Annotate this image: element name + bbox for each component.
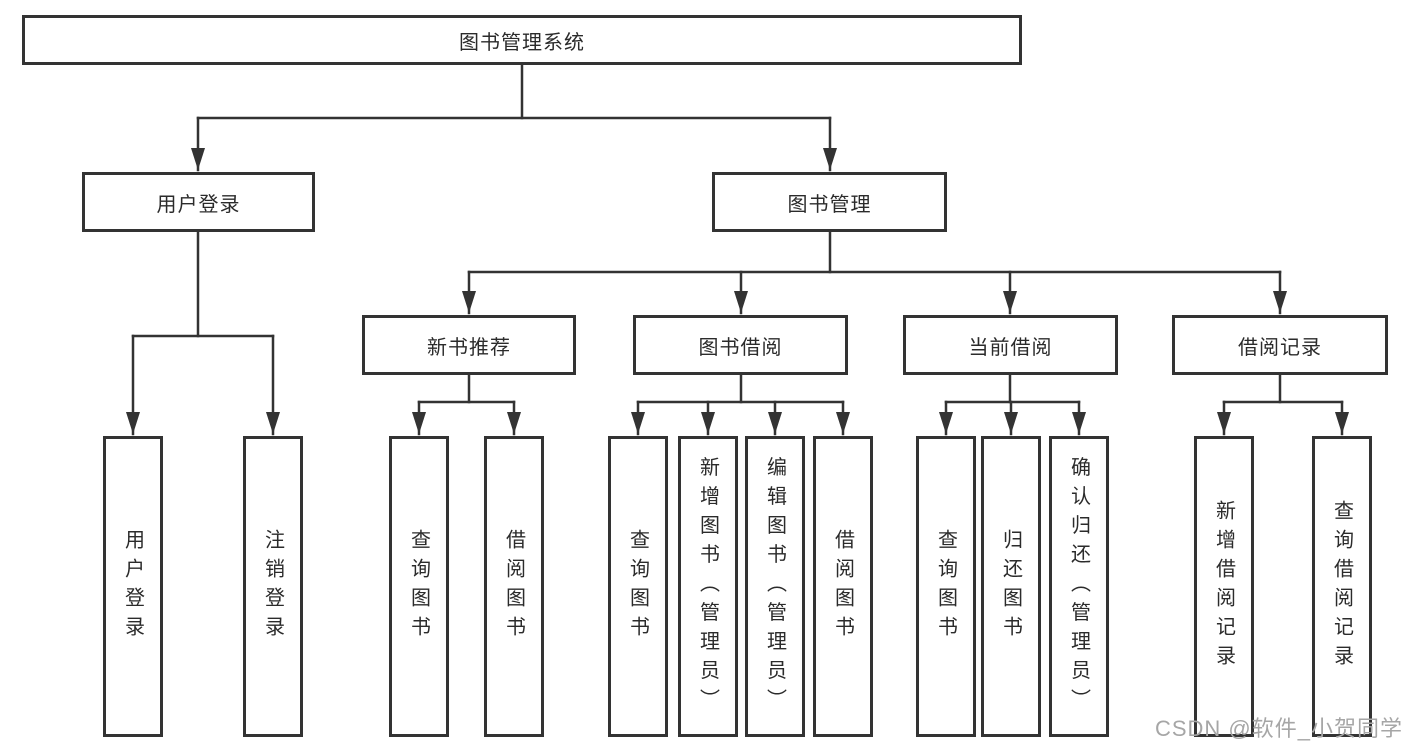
leaf-borrow-books: 借阅图书 bbox=[813, 436, 873, 737]
leaf-logout: 注销登录 bbox=[243, 436, 303, 737]
leaf-add-books-admin-label: 新增图书（管理员） bbox=[696, 456, 719, 717]
node-user-login-label: 用户登录 bbox=[156, 193, 241, 216]
node-book-borrow-label: 图书借阅 bbox=[698, 336, 783, 359]
leaf-query-books-borrow-label: 查询图书 bbox=[626, 528, 649, 645]
leaf-user-login-label: 用户登录 bbox=[121, 528, 144, 645]
leaf-confirm-return-admin-label: 确认归还（管理员） bbox=[1067, 456, 1090, 717]
leaf-query-borrow-record: 查询借阅记录 bbox=[1312, 436, 1372, 737]
leaf-query-books-recommend-label: 查询图书 bbox=[407, 528, 430, 645]
node-current-borrow-label: 当前借阅 bbox=[968, 336, 1053, 359]
node-borrow-records: 借阅记录 bbox=[1172, 315, 1388, 375]
leaf-query-books-current: 查询图书 bbox=[916, 436, 976, 737]
leaf-query-books-current-label: 查询图书 bbox=[934, 528, 957, 645]
leaf-query-borrow-record-label: 查询借阅记录 bbox=[1330, 499, 1353, 674]
watermark: CSDN @软件_小贺同学 bbox=[1154, 716, 1403, 741]
leaf-confirm-return-admin: 确认归还（管理员） bbox=[1049, 436, 1109, 737]
leaf-borrow-books-label: 借阅图书 bbox=[831, 528, 854, 645]
node-new-book-recommend-label: 新书推荐 bbox=[427, 336, 511, 359]
leaf-add-books-admin: 新增图书（管理员） bbox=[678, 436, 738, 737]
leaf-borrow-books-recommend: 借阅图书 bbox=[484, 436, 544, 737]
node-root-label: 图书管理系统 bbox=[459, 31, 585, 54]
node-book-management: 图书管理 bbox=[712, 172, 947, 232]
leaf-query-books-recommend: 查询图书 bbox=[389, 436, 449, 737]
node-borrow-records-label: 借阅记录 bbox=[1238, 336, 1322, 359]
leaf-query-books-borrow: 查询图书 bbox=[608, 436, 668, 737]
leaf-edit-books-admin-label: 编辑图书（管理员） bbox=[763, 456, 786, 717]
leaf-return-books-label: 归还图书 bbox=[999, 528, 1022, 645]
leaf-borrow-books-recommend-label: 借阅图书 bbox=[502, 528, 525, 645]
node-current-borrow: 当前借阅 bbox=[903, 315, 1118, 375]
leaf-add-borrow-record-label: 新增借阅记录 bbox=[1212, 499, 1235, 674]
leaf-add-borrow-record: 新增借阅记录 bbox=[1194, 436, 1254, 737]
leaf-user-login: 用户登录 bbox=[103, 436, 163, 737]
node-book-borrow: 图书借阅 bbox=[633, 315, 848, 375]
node-user-login: 用户登录 bbox=[82, 172, 315, 232]
leaf-logout-label: 注销登录 bbox=[261, 528, 284, 645]
node-book-management-label: 图书管理 bbox=[787, 193, 872, 216]
node-root: 图书管理系统 bbox=[22, 15, 1022, 65]
leaf-return-books: 归还图书 bbox=[981, 436, 1041, 737]
node-new-book-recommend: 新书推荐 bbox=[362, 315, 576, 375]
leaf-edit-books-admin: 编辑图书（管理员） bbox=[745, 436, 805, 737]
